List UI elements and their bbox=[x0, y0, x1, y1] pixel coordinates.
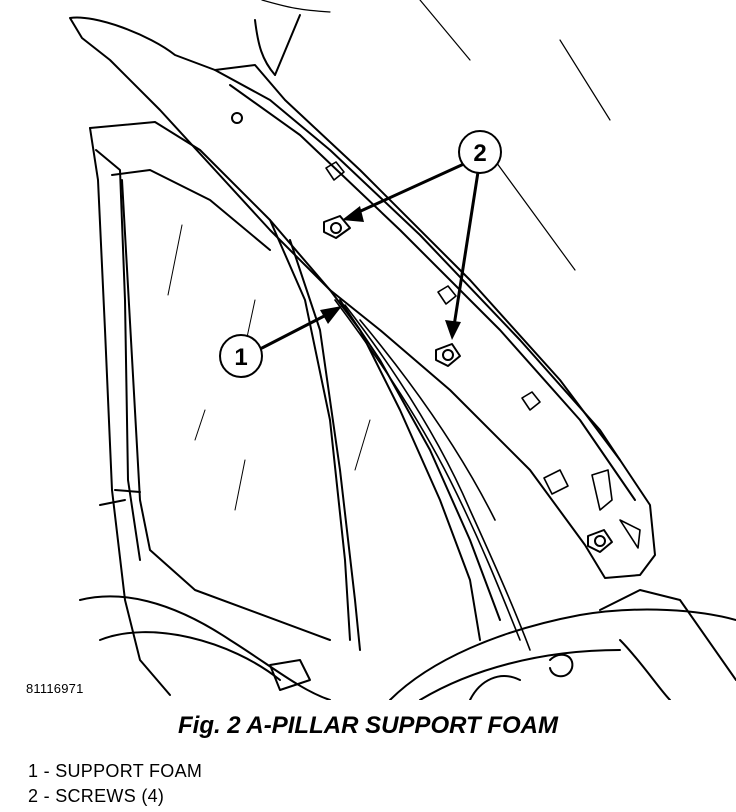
figure-id: 81116971 bbox=[26, 681, 84, 696]
callout-2-number: 2 bbox=[473, 140, 486, 167]
screw-icon bbox=[435, 343, 461, 367]
screw-icons bbox=[231, 112, 613, 553]
legend-item-support-foam: 1 - SUPPORT FOAM bbox=[28, 761, 203, 781]
dashboard-and-door-trim bbox=[79, 589, 736, 700]
figure-caption: Fig. 2 A-PILLAR SUPPORT FOAM bbox=[177, 712, 558, 739]
screw-icon bbox=[323, 215, 351, 239]
callout-1: 1 bbox=[219, 306, 342, 378]
screw-icon bbox=[231, 112, 243, 124]
a-pillar-trim-panel bbox=[69, 14, 656, 579]
callout-2: 2 bbox=[342, 130, 502, 340]
a-pillar-line-drawing: 1 2 bbox=[69, 0, 736, 700]
legend-item-screws: 2 - SCREWS (4) bbox=[28, 786, 165, 806]
door-window-frame bbox=[89, 121, 501, 696]
windshield-glass bbox=[261, 0, 611, 271]
trim-clip-slots bbox=[325, 161, 641, 549]
callout-1-number: 1 bbox=[234, 344, 247, 371]
support-foam-strip bbox=[334, 299, 531, 651]
screw-icon bbox=[587, 529, 613, 553]
